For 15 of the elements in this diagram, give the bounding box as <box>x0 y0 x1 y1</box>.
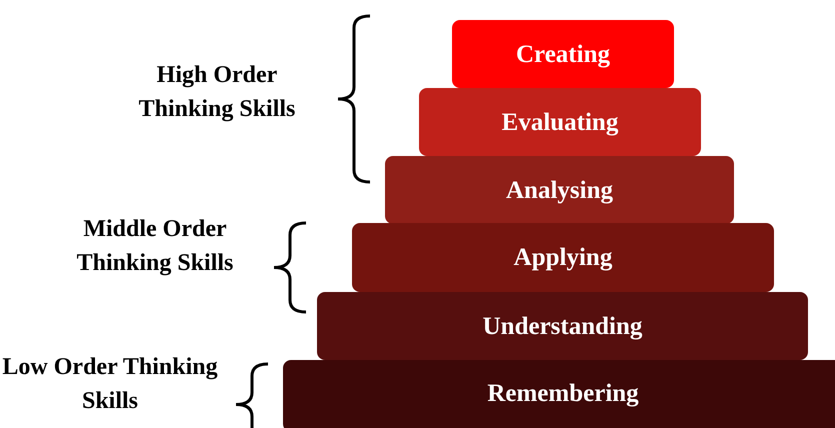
pyramid-level <box>352 223 774 292</box>
pyramid-level <box>419 88 701 156</box>
pyramid-level <box>452 20 674 88</box>
pyramid-level <box>283 360 835 428</box>
group-label: Low Order Thinking Skills <box>1 353 219 416</box>
pyramid-level <box>317 292 808 360</box>
level-label: Applying <box>514 245 612 270</box>
level-label: Analysing <box>506 178 613 202</box>
pyramid-level <box>385 156 734 224</box>
level-label: Evaluating <box>502 110 618 134</box>
level-label: Creating <box>516 42 610 66</box>
level-label: Understanding <box>482 314 642 338</box>
group-label: Middle Order Thinking Skills <box>76 215 234 278</box>
group-label: High Order Thinking Skills <box>138 61 296 124</box>
level-label: Remembering <box>487 380 639 406</box>
